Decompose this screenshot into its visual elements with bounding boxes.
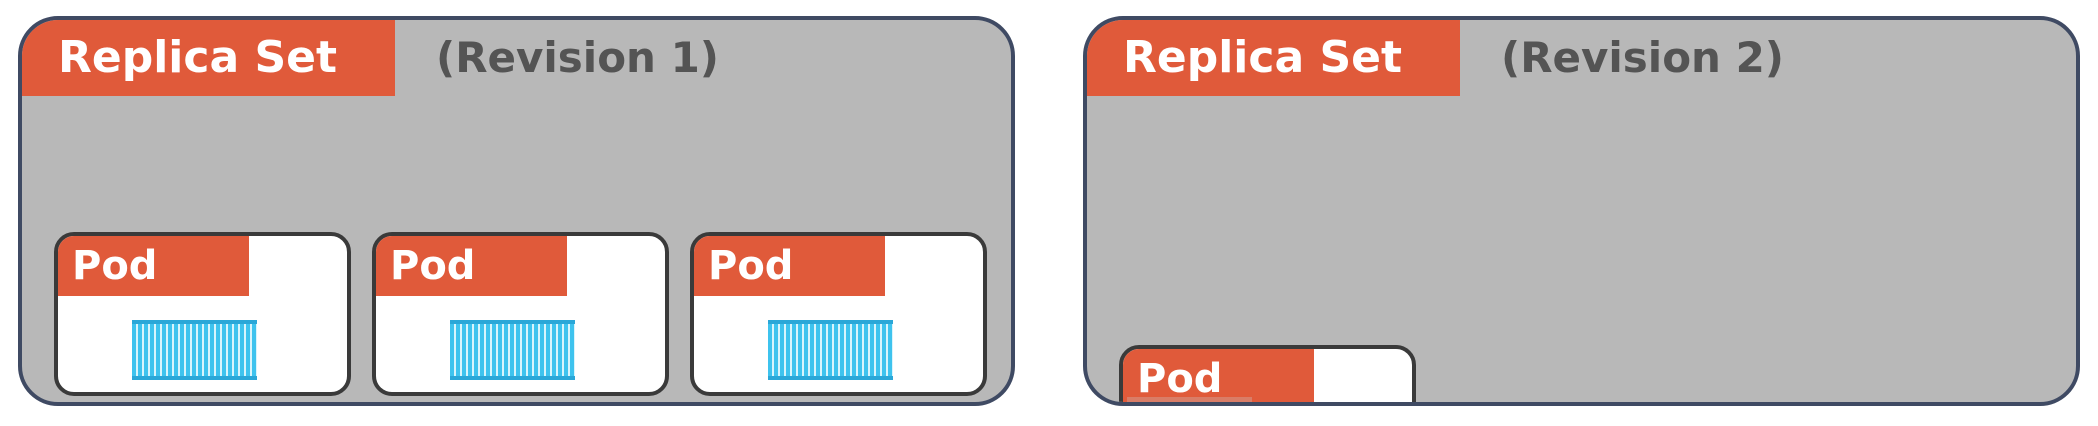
container-icon	[132, 320, 257, 380]
container-icon	[1127, 397, 1252, 402]
replica-set-revision-2: Replica Set (Revision 2) Pod	[1083, 16, 2080, 406]
revision-label: (Revision 2)	[1501, 33, 1784, 82]
pod-label: Pod	[694, 236, 885, 296]
container-icon	[768, 320, 893, 380]
pod-label: Pod	[376, 236, 567, 296]
pod: Pod	[690, 232, 987, 396]
pod-label: Pod	[1123, 349, 1314, 402]
replica-set-label: Replica Set	[22, 20, 395, 96]
pod: Pod	[372, 232, 669, 396]
replica-set-label: Replica Set	[1087, 20, 1460, 96]
pod-label: Pod	[58, 236, 249, 296]
container-icon	[450, 320, 575, 380]
replica-set-revision-1: Replica Set (Revision 1) Pod Pod Pod	[18, 16, 1015, 406]
pod: Pod	[54, 232, 351, 396]
revision-label: (Revision 1)	[436, 33, 719, 82]
pod-emerging: Pod	[1119, 345, 1416, 402]
